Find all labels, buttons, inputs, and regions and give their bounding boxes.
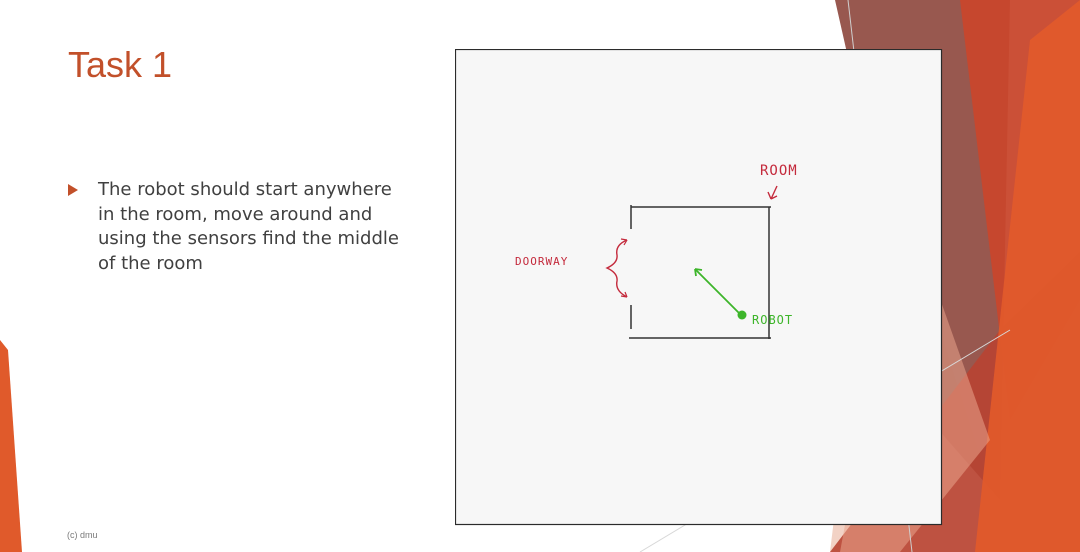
bullet-text: The robot should start anywhere in the r…: [98, 179, 399, 274]
deco-orange-facet: [975, 0, 1080, 552]
slide-title: Task 1: [68, 44, 173, 85]
footer-copyright: (c) dmu: [67, 530, 98, 540]
robot-dot: [737, 310, 747, 320]
robot-label: ROBOT: [752, 313, 793, 327]
doorway-brace: [605, 239, 628, 298]
robot-direction-line: [694, 268, 742, 316]
robot-direction-arrowhead: [694, 268, 703, 277]
sketch-frame: [455, 49, 943, 526]
room-sketch: ROOM DOORWAY ROBOT: [455, 49, 943, 526]
bullet-arrow-icon: [68, 184, 78, 196]
room-pointer-arrow: [767, 185, 778, 200]
room-label: ROOM: [760, 163, 798, 179]
doorway-label: DOORWAY: [515, 255, 568, 268]
deco-left-edge: [0, 340, 22, 552]
doorway-brace-tips: [620, 238, 628, 298]
